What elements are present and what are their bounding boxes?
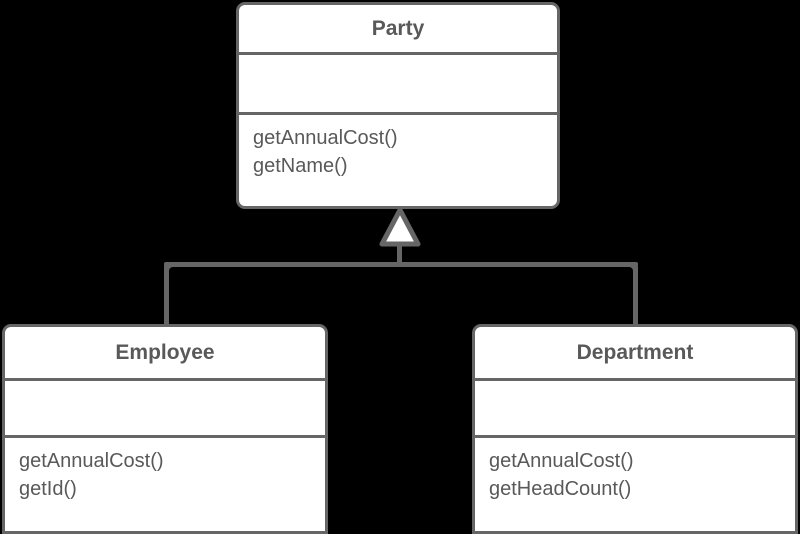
class-name-department: Department (475, 327, 795, 381)
class-attributes-employee (5, 381, 325, 438)
class-name-party: Party (239, 5, 557, 55)
operation-item: getHeadCount() (489, 478, 632, 501)
class-operations-party: getAnnualCost() getName() (239, 115, 557, 206)
connector-drop-employee (164, 262, 169, 327)
connector-corner-left (164, 262, 178, 276)
class-attributes-party (239, 55, 557, 115)
class-attributes-department (475, 381, 795, 438)
operation-item: getName() (253, 155, 348, 178)
class-box-department[interactable]: Department getAnnualCost() getHeadCount(… (472, 324, 798, 534)
operation-item: getAnnualCost() (489, 450, 634, 472)
class-operations-employee: getAnnualCost() getId() (5, 438, 325, 531)
class-box-party[interactable]: Party getAnnualCost() getName() (236, 2, 560, 209)
connector-drop-department (633, 262, 638, 327)
class-operations-department: getAnnualCost() getHeadCount() (475, 438, 795, 531)
connector-horizontal-bus (164, 262, 638, 267)
inheritance-triangle-icon (378, 206, 422, 248)
operation-item: getAnnualCost() (19, 450, 164, 472)
connector-stem (397, 243, 402, 267)
operation-item: getAnnualCost() (253, 127, 398, 149)
connector-corner-right (624, 262, 638, 276)
class-box-employee[interactable]: Employee getAnnualCost() getId() (2, 324, 328, 534)
class-name-employee: Employee (5, 327, 325, 381)
operation-item: getId() (19, 478, 77, 501)
